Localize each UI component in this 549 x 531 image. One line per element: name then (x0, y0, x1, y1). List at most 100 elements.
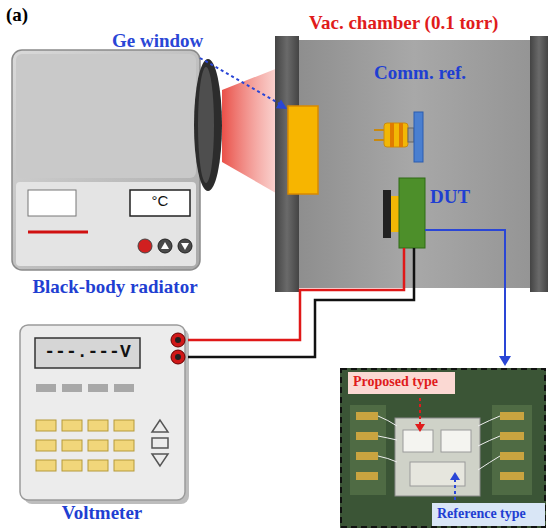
voltmeter-part (20, 325, 185, 500)
commercial-reference-sensor-part (390, 123, 394, 147)
device-photo-part (340, 368, 546, 528)
ge-window-leader (200, 58, 287, 109)
callout-box: Reference type (432, 503, 545, 526)
commercial-reference-sensor-part (374, 129, 385, 131)
voltmeter-part (36, 384, 56, 392)
node-caption: Black-body radiator (10, 276, 220, 298)
blackbody-radiator-part (181, 243, 189, 250)
blackbody-radiator-part (161, 242, 169, 249)
voltmeter (20, 325, 189, 504)
callout-box: Proposed type (348, 372, 455, 394)
device-photo-part (500, 412, 524, 420)
blackbody-radiator-part (198, 67, 214, 183)
voltmeter-part (35, 338, 140, 368)
device-photo-part (356, 452, 378, 460)
reference-sensor-node: Comm. ref. (372, 60, 487, 164)
dut-assembly (383, 178, 425, 248)
voltmeter-part (114, 420, 134, 431)
voltmeter-part (88, 440, 108, 451)
device-photo-part (395, 418, 480, 496)
commercial-reference-sensor-part (374, 139, 385, 141)
node-text: DUT (430, 186, 470, 208)
commercial-reference-sensor-part (414, 112, 423, 162)
voltmeter-part (152, 420, 168, 432)
dut-node: DUT (378, 176, 478, 248)
device-photo-part (356, 472, 378, 480)
blackbody-radiator-part (16, 182, 196, 266)
node-text: Comm. ref. (374, 62, 466, 84)
commercial-reference-sensor (374, 112, 423, 162)
node-caption: Voltmeter (18, 502, 186, 524)
device-photo-part (415, 424, 425, 432)
photo-pointer (425, 230, 511, 366)
node-text: Reference type (437, 506, 526, 522)
panel-letter: (a) (6, 4, 28, 26)
device-photo-part (500, 452, 524, 460)
voltmeter-part (175, 337, 181, 343)
voltmeter-part (171, 350, 185, 364)
device-photo (340, 368, 546, 528)
device-photo-part (492, 405, 532, 495)
voltmeter-part (175, 354, 181, 360)
voltmeter-part (36, 440, 56, 451)
voltmeter-part (114, 460, 134, 471)
device-photo-part (454, 480, 456, 500)
radiator-node: °C Black-body radiator (10, 46, 222, 304)
voltmeter-part (152, 454, 168, 466)
voltmeter-part (62, 420, 82, 431)
node-text: Vac. chamber (0.1 torr) (309, 12, 498, 34)
ge-window (288, 106, 318, 194)
blackbody-radiator-part (28, 231, 88, 234)
blackbody-radiator-part (16, 54, 196, 178)
device-photo-part (450, 472, 460, 480)
voltmeter-part (88, 384, 108, 392)
device-photo-part (410, 462, 465, 486)
commercial-reference-sensor-part (384, 123, 408, 147)
dut-assembly-part (383, 190, 391, 238)
device-photo-part (500, 472, 524, 480)
device-photo-part (356, 412, 378, 420)
blackbody-radiator-part (130, 190, 190, 216)
part-label: Ge window (112, 30, 203, 52)
voltmeter-part (62, 460, 82, 471)
device-photo-part (356, 432, 378, 440)
ge-window-leader-part (200, 58, 280, 104)
device-photo-part (419, 398, 421, 424)
voltmeter-part (62, 384, 82, 392)
blackbody-radiator-part (194, 59, 222, 191)
black-wire (188, 248, 414, 357)
blackbody-radiator-part (138, 239, 152, 253)
device-photo-part (500, 432, 524, 440)
blackbody-radiator (12, 50, 222, 270)
voltmeter-part (88, 420, 108, 431)
voltmeter-node: ---.---V Voltmeter (18, 322, 188, 527)
commercial-reference-sensor-part (408, 128, 414, 142)
voltmeter-part (114, 384, 134, 392)
dut-assembly-part (391, 196, 399, 232)
voltmeter-part (62, 440, 82, 451)
photo-pointer-part (425, 230, 505, 357)
vacuum-chamber-part (530, 36, 548, 292)
voltmeter-part (36, 420, 56, 431)
chamber-node: Vac. chamber (0.1 torr) Comm. ref. DUT (275, 8, 548, 290)
commercial-reference-sensor-part (399, 123, 403, 147)
device-photo-part (403, 430, 433, 452)
blackbody-radiator-part (12, 50, 200, 270)
vacuum-chamber (275, 36, 548, 292)
dut-assembly-part (399, 178, 425, 248)
ge-window-leader-part (276, 100, 287, 109)
node-text: Proposed type (353, 374, 438, 390)
device-photo-part (341, 369, 545, 527)
device-photo-part (350, 405, 386, 495)
device-photo-part (378, 416, 500, 470)
node-text: °C (130, 192, 190, 209)
voltmeter-part (114, 440, 134, 451)
voltmeter-part (88, 460, 108, 471)
blackbody-radiator-part (28, 190, 76, 216)
node-text: ---.---V (35, 342, 140, 363)
voltmeter-part (36, 460, 56, 471)
